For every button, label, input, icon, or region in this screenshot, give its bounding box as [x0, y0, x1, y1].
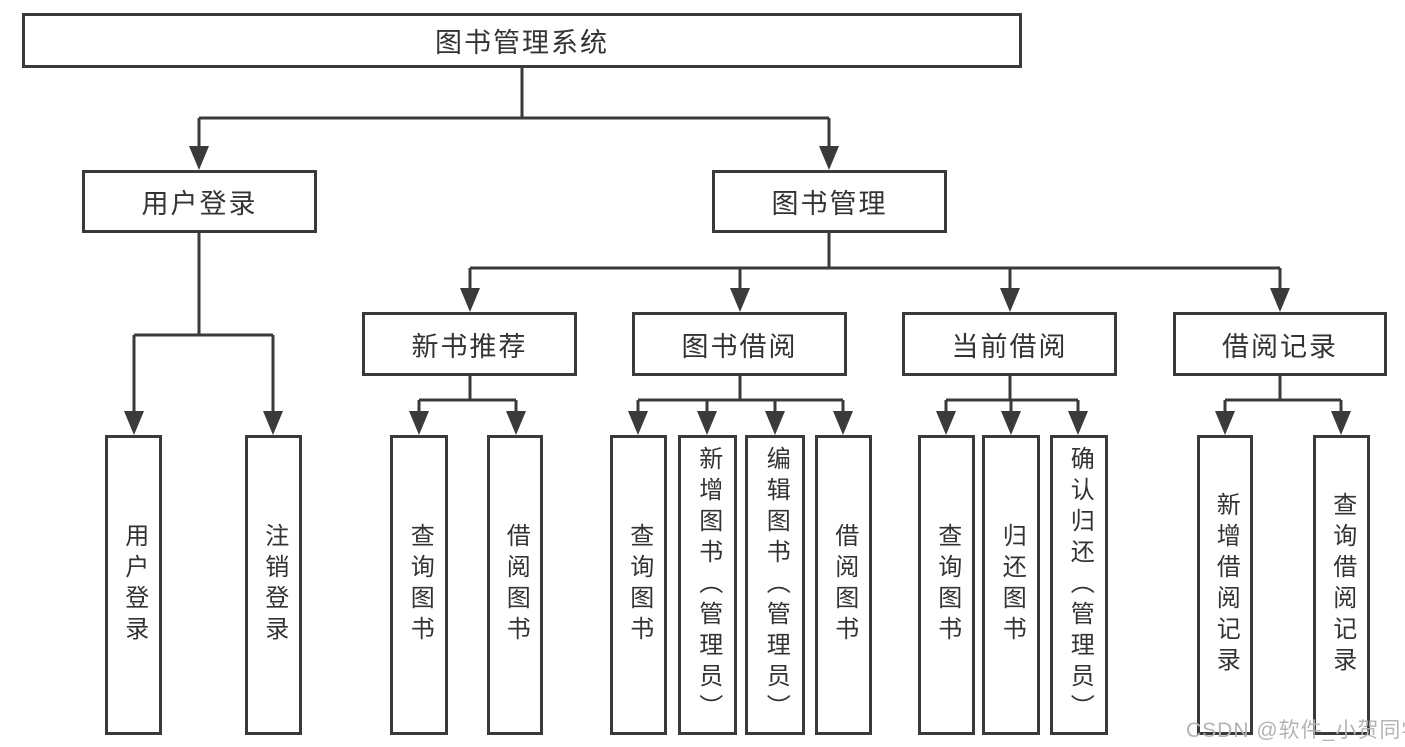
- leaf-add-book-admin-label: 新增图书（管理员）: [694, 445, 722, 725]
- arrowhead: [460, 288, 480, 312]
- leaf-query-book-current-label: 查询图书: [933, 523, 961, 647]
- leaf-confirm-return-admin: 确认归还（管理员）: [1050, 435, 1108, 735]
- arrowhead: [1270, 288, 1290, 312]
- arrowhead: [1215, 411, 1235, 435]
- node-book-management: 图书管理: [712, 170, 947, 233]
- arrowhead: [189, 146, 209, 170]
- connector-book-management-branch: [460, 233, 1290, 312]
- leaf-logout-label: 注销登录: [260, 523, 288, 647]
- node-root-label: 图书管理系统: [435, 28, 609, 58]
- leaf-return-book: 归还图书: [982, 435, 1040, 735]
- leaf-confirm-return-admin-label: 确认归还（管理员）: [1066, 445, 1094, 725]
- leaf-edit-book-admin-label: 编辑图书（管理员）: [762, 445, 790, 725]
- leaf-user-login-label: 用户登录: [120, 523, 148, 647]
- connector-book-borrow-branch: [628, 376, 853, 435]
- node-borrow-records-label: 借阅记录: [1222, 331, 1338, 362]
- node-new-book-recommend-label: 新书推荐: [411, 331, 528, 362]
- arrowhead: [1331, 411, 1351, 435]
- leaf-return-book-label: 归还图书: [998, 523, 1026, 647]
- leaf-query-borrow-record-label: 查询借阅记录: [1328, 492, 1356, 678]
- arrowhead: [936, 411, 956, 435]
- leaf-user-login: 用户登录: [105, 435, 162, 735]
- csdn-watermark: CSDN @软件_小贺同学: [1186, 719, 1405, 742]
- connector-current-borrow-branch: [936, 376, 1088, 435]
- arrowhead: [263, 411, 283, 435]
- arrowhead: [730, 288, 750, 312]
- node-borrow-records: 借阅记录: [1173, 312, 1387, 376]
- arrowhead: [765, 411, 785, 435]
- node-current-borrow: 当前借阅: [902, 312, 1117, 376]
- connector-user-login-branch: [124, 233, 283, 435]
- leaf-edit-book-admin: 编辑图书（管理员）: [745, 435, 805, 735]
- arrowhead: [409, 411, 429, 435]
- leaf-borrow-book: 借阅图书: [815, 435, 872, 735]
- leaf-add-book-admin: 新增图书（管理员）: [678, 435, 737, 735]
- node-book-borrow-label: 图书借阅: [681, 331, 798, 362]
- connector-root-to-level2: [189, 68, 839, 170]
- leaf-add-borrow-record: 新增借阅记录: [1197, 435, 1253, 735]
- leaf-add-borrow-record-label: 新增借阅记录: [1212, 492, 1240, 678]
- leaf-query-book-current: 查询图书: [918, 435, 975, 735]
- node-book-management-label: 图书管理: [771, 189, 888, 219]
- node-user-login-label: 用户登录: [141, 189, 258, 219]
- leaf-borrow-book-recommend-label: 借阅图书: [502, 523, 530, 647]
- arrowhead: [833, 411, 853, 435]
- arrowhead: [628, 411, 648, 435]
- leaf-query-book-recommend: 查询图书: [390, 435, 448, 735]
- node-root: 图书管理系统: [22, 13, 1022, 68]
- leaf-logout: 注销登录: [245, 435, 302, 735]
- arrowhead: [1068, 411, 1088, 435]
- connector-borrow-records-branch: [1215, 376, 1351, 435]
- arrowhead: [1000, 288, 1020, 312]
- leaf-query-borrow-record: 查询借阅记录: [1313, 435, 1370, 735]
- leaf-borrow-book-label: 借阅图书: [830, 523, 858, 647]
- leaf-query-book-borrow: 查询图书: [610, 435, 667, 735]
- leaf-query-book-borrow-label: 查询图书: [625, 523, 653, 647]
- leaf-query-book-recommend-label: 查询图书: [406, 523, 434, 647]
- arrowhead: [819, 146, 839, 170]
- node-current-borrow-label: 当前借阅: [951, 331, 1068, 362]
- arrowhead: [124, 411, 144, 435]
- node-book-borrow: 图书借阅: [632, 312, 847, 376]
- connector-new-book-branch: [409, 376, 526, 435]
- node-new-book-recommend: 新书推荐: [362, 312, 577, 376]
- arrowhead: [506, 411, 526, 435]
- leaf-borrow-book-recommend: 借阅图书: [487, 435, 543, 735]
- arrowhead: [1001, 411, 1021, 435]
- node-user-login: 用户登录: [82, 170, 317, 233]
- arrowhead: [697, 411, 717, 435]
